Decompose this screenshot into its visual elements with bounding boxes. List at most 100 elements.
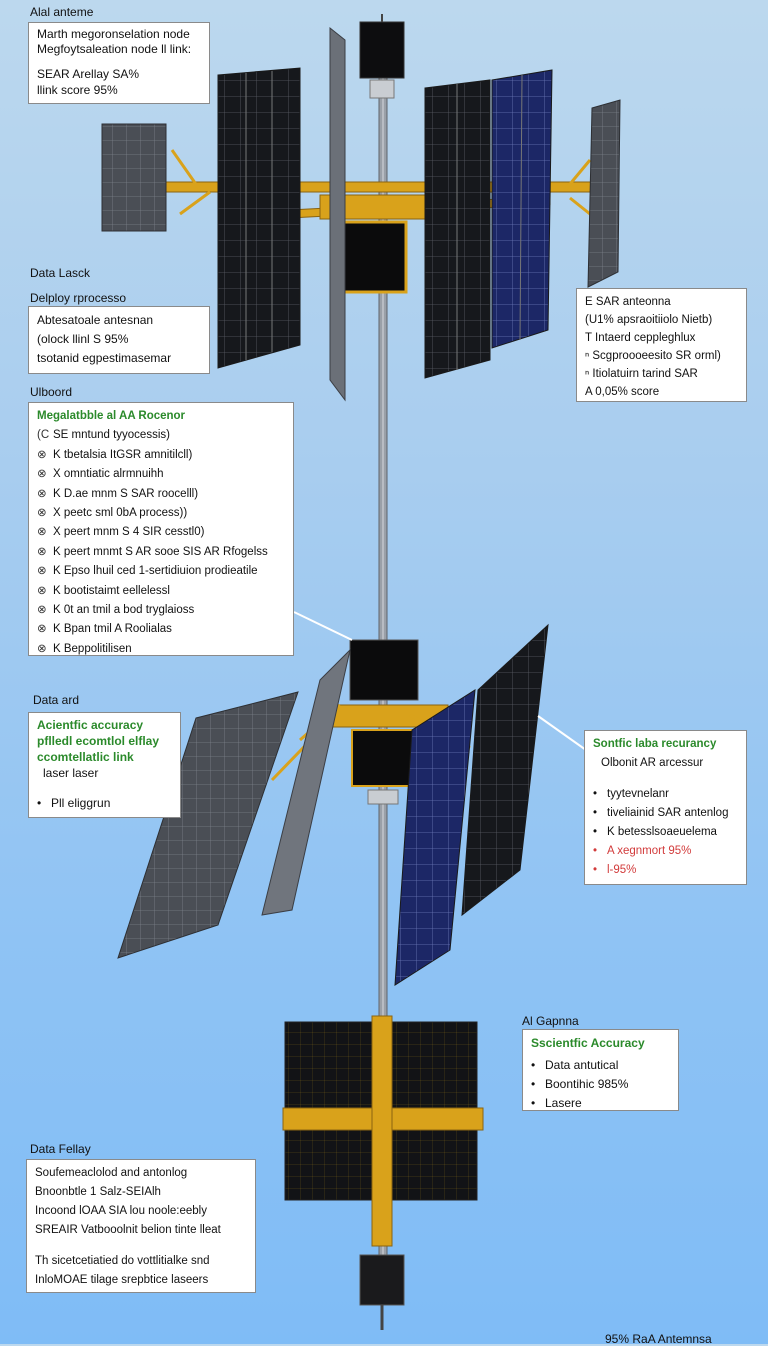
check-circle-icon: ⊗ <box>37 545 47 558</box>
callout-line: E SAR anteonna <box>585 296 671 308</box>
bullet-item-text: Lasere <box>545 1096 582 1110</box>
callout-line: Bnoonbtle 1 Salz-SEIAlh <box>35 1186 161 1198</box>
label-deploy-process: Delploy rprocesso <box>30 291 127 305</box>
bullet-item: • tyytevnelanr <box>593 785 738 804</box>
middle-right-solar-array <box>394 623 549 986</box>
bullet-icon: • <box>593 788 598 800</box>
callout-subtitle: Olbonit AR arcessur <box>601 757 704 769</box>
check-circle-icon: ⊗ <box>37 565 47 578</box>
bullet-icon: • <box>531 1058 536 1072</box>
callout-line: Incoond lOAA SIA lou noole:eebly <box>35 1205 207 1217</box>
upper-left-solar-array <box>101 26 346 402</box>
check-circle-icon: ⊗ <box>37 487 47 500</box>
callout-line: Pll eliggrun <box>51 796 111 810</box>
bullet-item-red: •l-95% <box>593 861 738 880</box>
callout-line: Marth megoronselation node <box>37 27 190 41</box>
callout-green-line: ccomtellatlic link <box>37 750 134 764</box>
bullet-item-red: • A xegnmort 95% <box>593 842 738 861</box>
checklist-item-text: X peetc sml 0bA process)) <box>53 507 188 520</box>
check-circle-icon: ⊗ <box>37 584 47 597</box>
top-module <box>359 14 405 99</box>
bullet-item: • Lasere <box>531 1094 670 1110</box>
checklist-item-text: K bootistaimt eellelessl <box>53 584 170 597</box>
bullet-icon: • <box>593 826 598 838</box>
checklist-item: ⊗ K Beppolitilisen <box>37 640 285 655</box>
callout-line: (olock llinl S 95% <box>37 332 129 346</box>
checklist-item-text: K Beppolitilisen <box>53 642 132 655</box>
callout-scientific-recurancy: Sontfic laba recurancy Olbonit AR arcess… <box>584 730 747 885</box>
callout-line: ⁿ Scgproooeesito SR orml) <box>585 350 721 362</box>
bullet-item: • K betesslsoaeuelema <box>593 823 738 842</box>
label-ulboord: Ulboord <box>30 385 73 399</box>
callout-line: (U1% apsraoitiiolo Nietb) <box>585 314 713 326</box>
label-al-gapnna: Al Gapnna <box>522 1014 579 1028</box>
check-circle-icon: ⊗ <box>37 526 47 539</box>
callout-line: A 0,05% score <box>585 386 660 398</box>
callout-top-left: Marth megoronselation node Megfoytsaleat… <box>28 22 210 104</box>
callout-green-line: pflledl ecomtlol elflay <box>37 734 160 748</box>
callout-line: T Intaerd ceppleghlux <box>585 332 696 344</box>
check-circle-icon: ⊗ <box>37 448 47 461</box>
bullet-item-text: Data antutical <box>545 1058 619 1072</box>
checklist-item: ⊗ K tbetalsia ItGSR amnitilcll) <box>37 446 285 465</box>
bullet-icon: • <box>531 1096 536 1110</box>
bullet-item: • Boontihic 985% <box>531 1075 670 1094</box>
label-bottom-antenna: 95% RaA Antemnsa <box>605 1332 712 1346</box>
checklist-item: ⊗ X peert mnm S 4 SIR cesstl0) <box>37 523 285 542</box>
checklist-item-text: SE mntund tyyocessis) <box>53 429 170 442</box>
label-alal-anteme: Alal anteme <box>30 5 94 19</box>
callout-line: SEAR Arellay SA% <box>37 67 140 81</box>
checklist-item: ⊗ K Bpan tmil A Roolialas <box>37 620 285 639</box>
callout-line: Soufemeaclolod and antonlog <box>35 1167 188 1179</box>
callout-title: Sscientfic Accuracy <box>531 1036 645 1050</box>
check-circle-icon: ⊗ <box>37 604 47 617</box>
callout-line: llink score 95% <box>37 83 118 97</box>
callout-line: Megfoytsaleation node ll link: <box>37 42 192 56</box>
bullet-icon: • <box>531 1077 536 1091</box>
label-data-lasck: Data Lasck <box>30 266 91 280</box>
callout-pointers <box>293 611 587 751</box>
checklist-item: ⊗ K 0t an tmil a bod tryglaioss <box>37 601 285 620</box>
checklist-item-text: X omntiatic alrmnuihh <box>53 468 164 481</box>
callout-scientific-accuracy: Sscientfic Accuracy • Data antutical • Boon… <box>522 1029 679 1111</box>
check-circle-icon: ⊗ <box>37 623 47 636</box>
middle-left-solar-array <box>117 648 351 959</box>
checklist-item-text: K Epso lhuil ced 1-sertidiuion prodieati… <box>53 565 258 578</box>
bullet-item: • Data antutical <box>531 1056 670 1075</box>
callout-bullet-line: •Pll eliggrun <box>37 795 172 811</box>
callout-green-line: Acientfic accuracy <box>37 718 144 732</box>
callout-line: tsotanid egpestimasemar <box>37 351 172 365</box>
checklist-item-text: K Bpan tmil A Roolialas <box>53 623 172 636</box>
check-circle-icon: ⊗ <box>37 642 47 655</box>
callout-line: InloMOAE tilage srepbtice laseers <box>35 1274 209 1286</box>
checklist-item: ⊗ K Epso lhuil ced 1-sertidiuion prodieat… <box>37 562 285 581</box>
bullet-item-text: tyytevnelanr <box>607 788 670 800</box>
checklist-title: Megalatbble al AA Rocenor <box>37 410 186 422</box>
bullet-item-text: Boontihic 985% <box>545 1077 629 1091</box>
bullet-item-text: l-95% <box>607 864 637 876</box>
checklist-item: ⊗ K bootistaimt eellelessl <box>37 582 285 601</box>
checklist-item-text: K tbetalsia ItGSR amnitilcll) <box>53 448 193 461</box>
checklist-item-text: X peert mnm S 4 SIR cesstl0) <box>53 526 205 539</box>
bullet-item-text: A xegnmort 95% <box>607 845 692 857</box>
middle-module <box>270 639 471 805</box>
checklist-item: ⊗X omntiatic alrmnuihh <box>37 465 285 484</box>
check-circle-icon: ⊗ <box>37 507 47 520</box>
callout-data-ard: Acientfic accuracy pflledl ecomtlol elfl… <box>28 712 181 818</box>
checklist-item: ⊗K peert mnmt S AR sooe SIS AR Rfogelss <box>37 543 285 562</box>
checklist-item-text: K 0t an tmil a bod tryglaioss <box>53 604 195 617</box>
upper-right-solar-array <box>424 69 621 379</box>
bullet-item-text: K betesslsoaeuelema <box>607 826 717 838</box>
bullet-icon: • <box>593 845 598 857</box>
callout-data-fellay: Soufemeaclolod and antonlog Bnoonbtle 1 … <box>26 1159 256 1293</box>
upper-truss <box>164 149 606 294</box>
checklist-item: ⊗K D.ae mnm S SAR roocelll) <box>37 485 285 504</box>
bullet-icon: • <box>593 807 598 819</box>
callout-line: laser laser <box>43 766 99 780</box>
callout-line: ⁿ Itiolatuirn tarind SAR <box>585 368 698 380</box>
callout-line: SREAIR Vatbooolnit belion tinte lleat <box>35 1224 221 1236</box>
bullet-item: •tiveliainid SAR antenlog <box>593 804 738 823</box>
